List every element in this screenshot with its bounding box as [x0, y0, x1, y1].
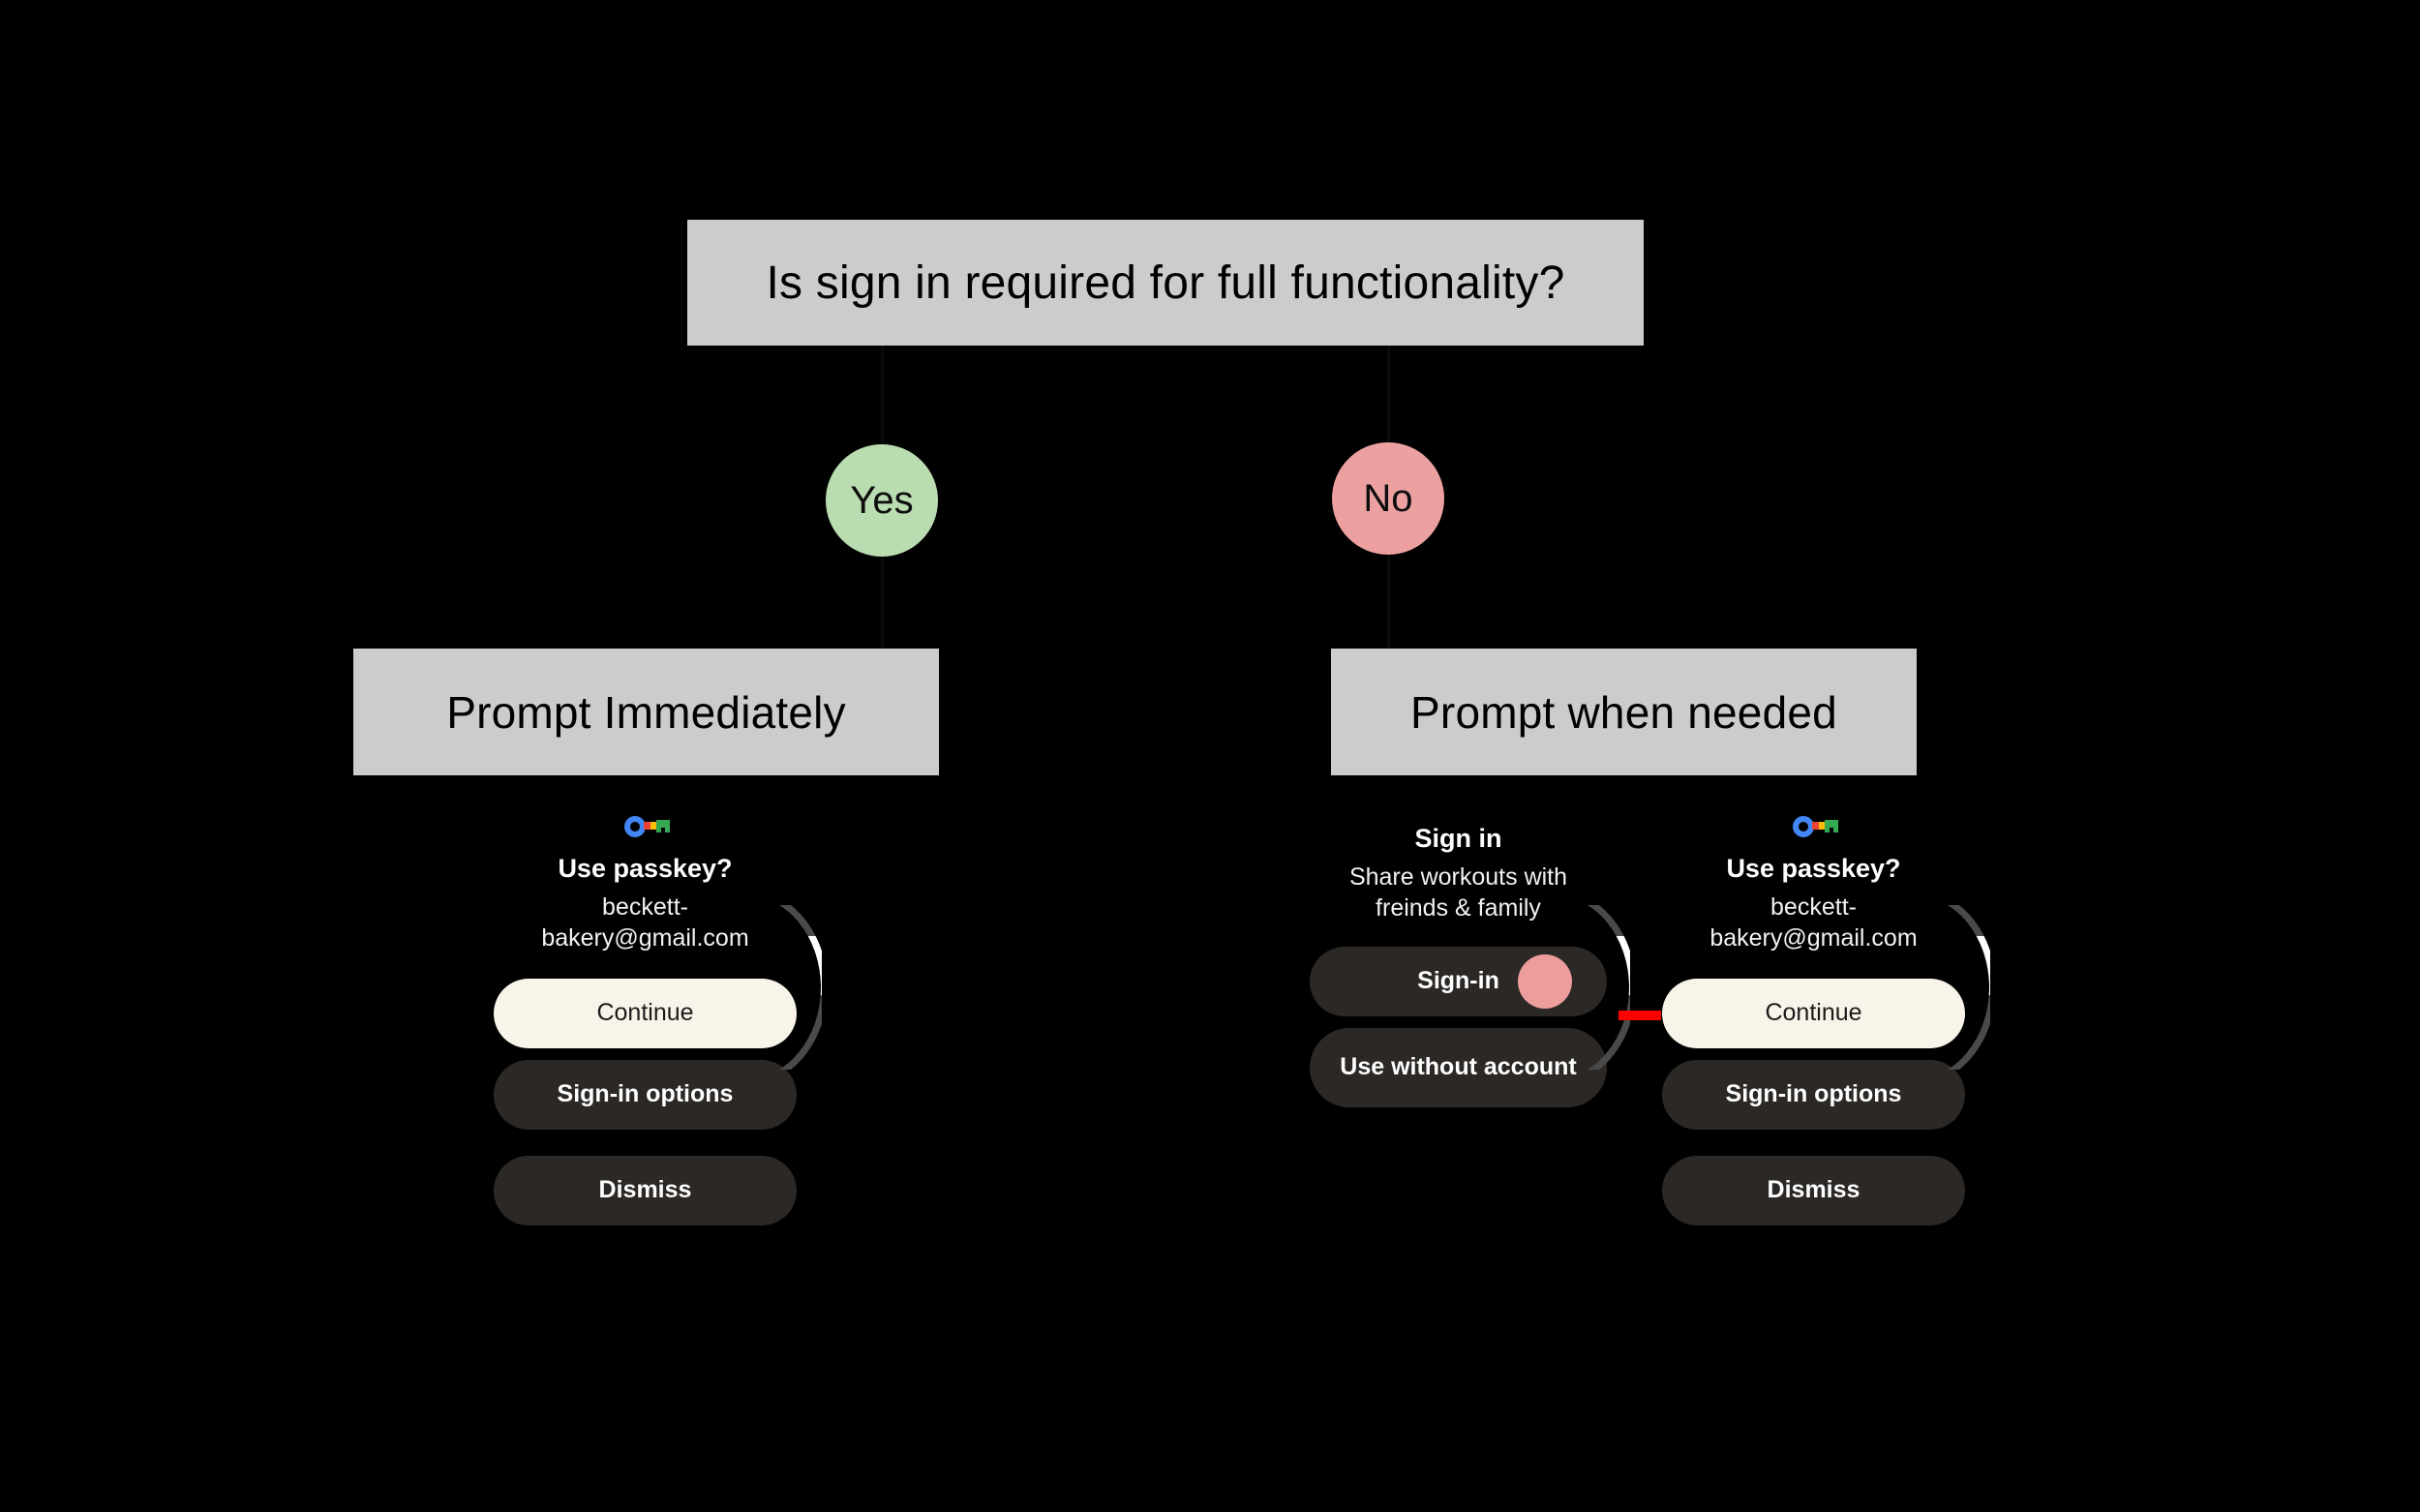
card-subtitle-account: beckett-bakery@gmail.com [1709, 893, 1918, 952]
dismiss-button[interactable]: Dismiss [1662, 1155, 1965, 1225]
watch-card-left-passkey: Use passkey? beckett-bakery@gmail.com Co… [493, 816, 798, 1225]
question-box: Is sign in required for full functionali… [687, 220, 1644, 346]
decision-node-yes: Yes [826, 444, 938, 557]
continue-button[interactable]: Continue [494, 978, 797, 1048]
connector-yes-to-left-box [881, 557, 884, 649]
card-title: Sign in [1414, 824, 1502, 853]
sign-in-options-button[interactable]: Sign-in options [494, 1059, 797, 1130]
sign-in-button-label: Sign-in [1417, 967, 1499, 995]
card-title: Use passkey? [558, 854, 733, 883]
google-passkey-icon [1792, 816, 1838, 837]
dismiss-button[interactable]: Dismiss [494, 1155, 797, 1225]
google-passkey-icon [623, 816, 670, 837]
card-subtitle-benefit: Share workouts with freinds & family [1348, 863, 1568, 922]
connector-no-to-right-box [1387, 555, 1390, 649]
continue-button[interactable]: Continue [1662, 978, 1965, 1048]
watch-card-right-passkey: Use passkey? beckett-bakery@gmail.com Co… [1661, 816, 1966, 1225]
decision-node-no: No [1332, 442, 1444, 555]
connector-question-to-no [1387, 346, 1390, 442]
sign-in-options-button[interactable]: Sign-in options [1662, 1059, 1965, 1130]
watch-card-signin: Sign in Share workouts with freinds & fa… [1310, 823, 1607, 1107]
card-title: Use passkey? [1726, 854, 1901, 883]
sign-in-button[interactable]: Sign-in [1310, 946, 1607, 1016]
card-subtitle-account: beckett-bakery@gmail.com [541, 893, 749, 952]
outcome-box-prompt-immediately: Prompt Immediately [353, 649, 939, 775]
touch-indicator-dot [1518, 953, 1572, 1009]
outcome-box-prompt-when-needed: Prompt when needed [1331, 649, 1917, 775]
connector-question-to-yes [881, 346, 884, 444]
use-without-account-button[interactable]: Use without account [1310, 1027, 1607, 1107]
